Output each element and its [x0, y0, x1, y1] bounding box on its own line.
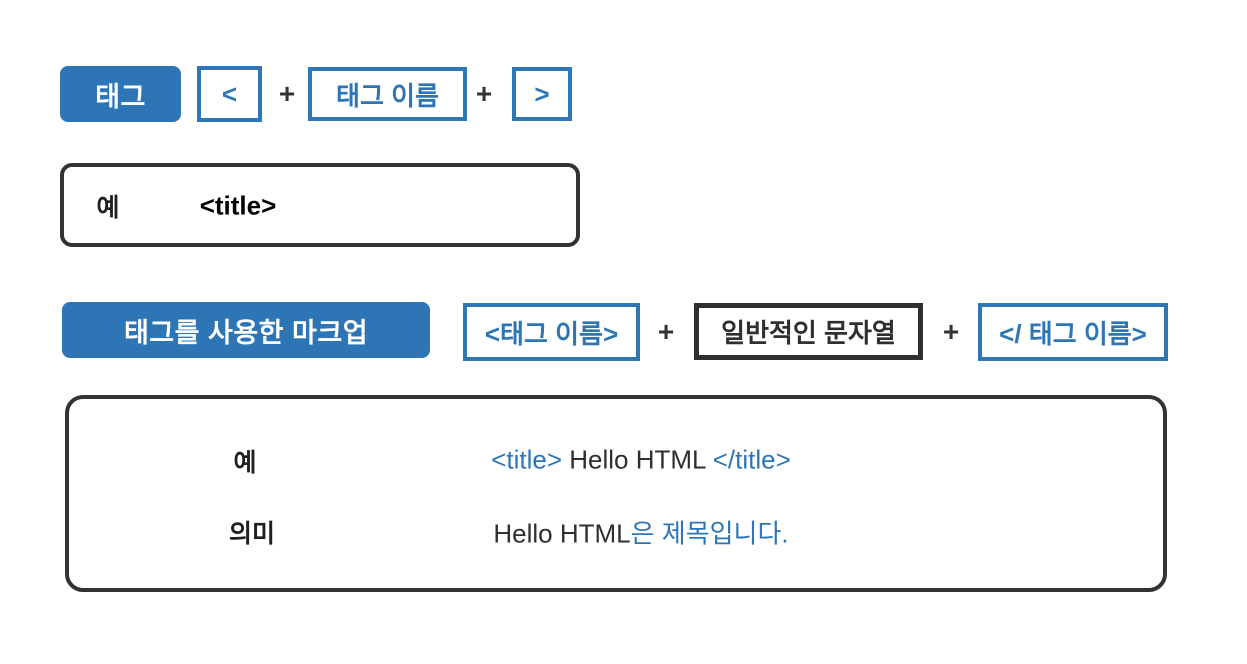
plus-sign: + [657, 316, 675, 347]
code-content: Hello HTML [562, 444, 713, 475]
meaning-blue-text: 은 제목입니다. [630, 518, 789, 549]
tag-example-box [60, 163, 580, 247]
string-box: 일반적인 문자열 [694, 303, 923, 360]
plus-sign: + [475, 78, 493, 109]
example-label: 예 [233, 449, 257, 477]
markup-example-box [65, 395, 1167, 592]
example-code: <title> [199, 190, 277, 221]
meaning-line: Hello HTML은 제목입니다. [493, 514, 788, 551]
tag-name-box: 태그 이름 [308, 67, 467, 121]
markup-chip: 태그를 사용한 마크업 [62, 302, 430, 358]
close-tag-box: </ 태그 이름> [978, 303, 1168, 361]
meaning-plain-text: Hello HTML [493, 518, 631, 549]
open-tag-box: <태그 이름> [463, 303, 640, 361]
example-code-line: <title> Hello HTML </title> [491, 445, 791, 476]
close-bracket-box: > [512, 67, 572, 121]
code-open-tag: <title> [491, 444, 563, 475]
code-close-tag: </title> [712, 444, 791, 475]
plus-sign: + [942, 315, 960, 347]
plus-sign: + [278, 78, 296, 109]
meaning-label: 의미 [228, 520, 276, 548]
example-label: 예 [96, 194, 120, 222]
open-bracket-box: < [197, 66, 262, 122]
tag-chip: 태그 [60, 66, 181, 122]
